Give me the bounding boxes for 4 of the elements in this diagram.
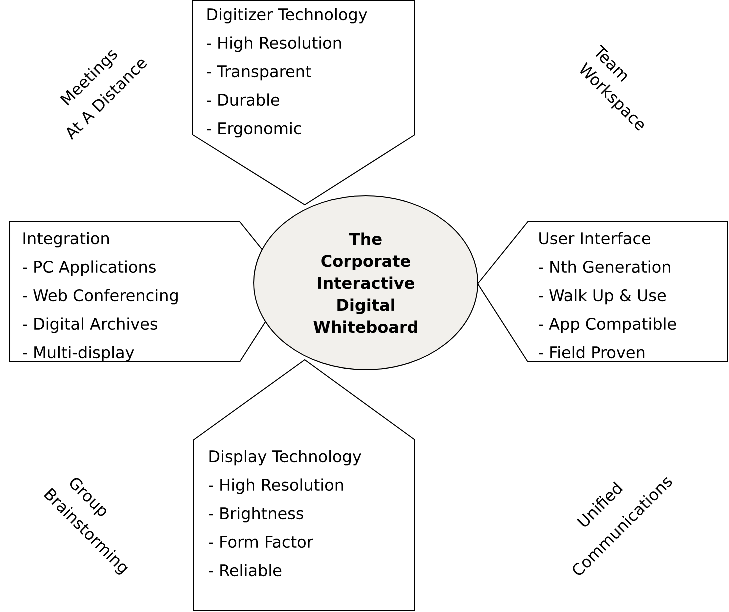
arrow-box: Integration - PC Applications - Web Conferencing - Digital Archives - Multi-display (10, 222, 291, 362)
arrow-box: Display Technology - High Resolution - Brightness - Form Factor - Reliable (194, 359, 416, 612)
arrow-box: Digitizer Technology - High Resolution - Transparent - Durable - Ergonomic (192, 0, 416, 206)
arrow-box: User Interface - Nth Generation - Walk Up & Use - App Compatible - Field Proven (477, 222, 728, 362)
